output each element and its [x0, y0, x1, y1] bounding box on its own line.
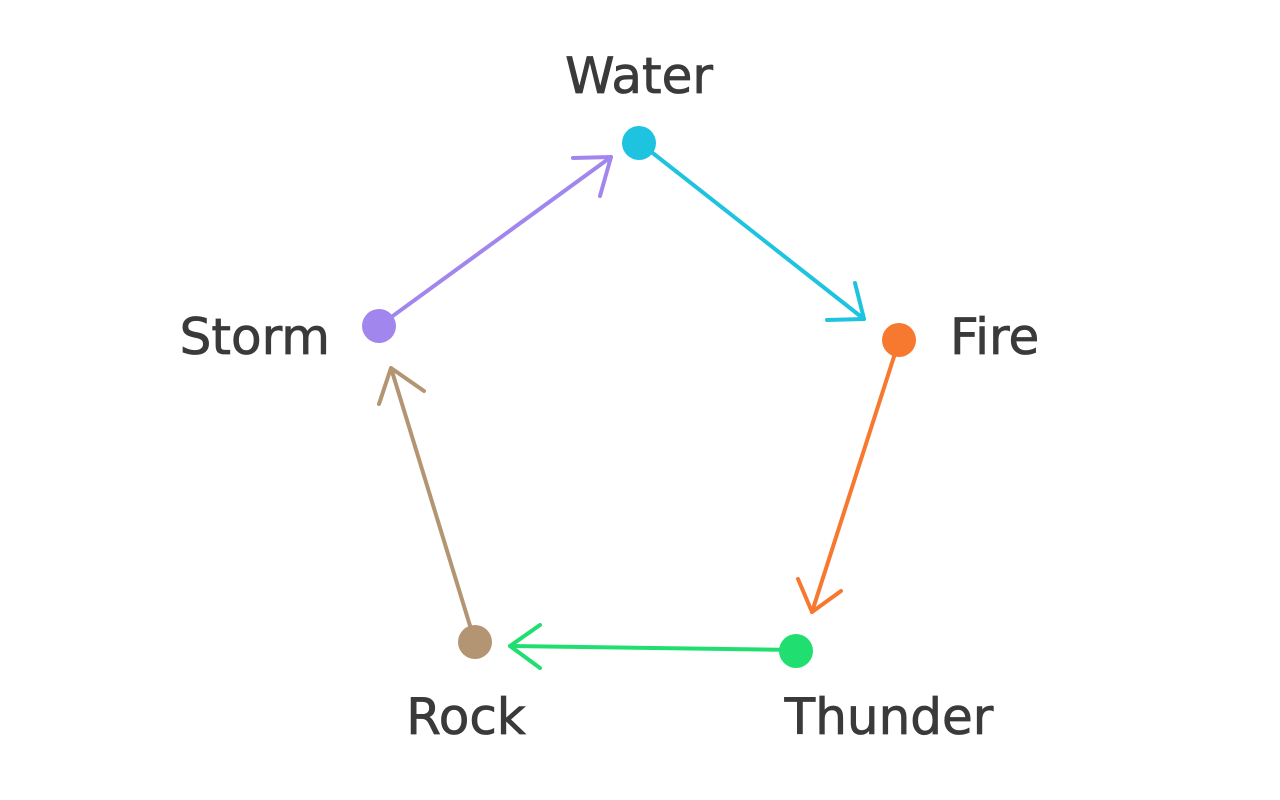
edge-fire-thunder	[796, 339, 901, 614]
edge-water-fire	[638, 141, 866, 322]
node-label-rock: Rock	[406, 688, 526, 746]
node-label-storm: Storm	[180, 308, 330, 366]
edge-rock-storm	[377, 366, 477, 644]
node-label-thunder: Thunder	[784, 688, 994, 746]
node-dot-thunder	[779, 634, 813, 668]
node-label-fire: Fire	[950, 308, 1039, 366]
node-dot-storm	[362, 309, 396, 343]
node-dot-rock	[458, 625, 492, 659]
node-label-water: Water	[565, 47, 713, 105]
node-dot-fire	[882, 323, 916, 357]
node-dot-water	[622, 126, 656, 160]
edge-storm-water	[377, 155, 613, 328]
edge-thunder-rock	[508, 623, 797, 670]
